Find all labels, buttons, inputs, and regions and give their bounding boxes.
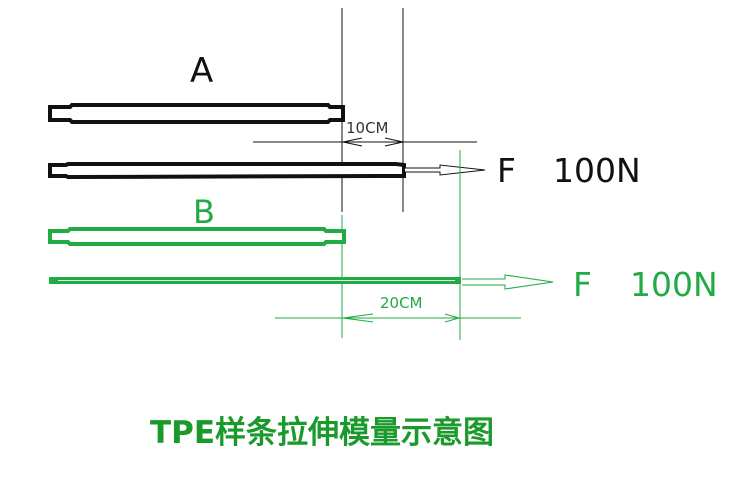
diagram-title: TPE样条拉伸模量示意图 xyxy=(150,415,495,451)
label-b: B xyxy=(193,193,215,231)
force-arrow-b xyxy=(462,274,554,290)
dimension-arrow-a-left xyxy=(342,137,363,147)
dimension-arrow-a-right xyxy=(384,137,404,147)
dimension-arrow-b-left xyxy=(342,313,374,323)
dimension-arrow-b-right xyxy=(444,313,461,323)
force-b-value: 100N xyxy=(630,265,718,304)
dimension-label-b: 20CM xyxy=(380,294,423,312)
label-a: A xyxy=(190,51,214,91)
sample-bar-a-stretched xyxy=(48,162,406,180)
force-b-symbol: F xyxy=(573,265,592,304)
force-a-value: 100N xyxy=(553,151,641,190)
sample-bar-a-original xyxy=(48,103,345,124)
force-a-symbol: F xyxy=(497,151,516,190)
sample-bar-b-original xyxy=(48,227,346,246)
force-arrow-a xyxy=(405,164,486,176)
dimension-label-a: 10CM xyxy=(346,119,389,137)
